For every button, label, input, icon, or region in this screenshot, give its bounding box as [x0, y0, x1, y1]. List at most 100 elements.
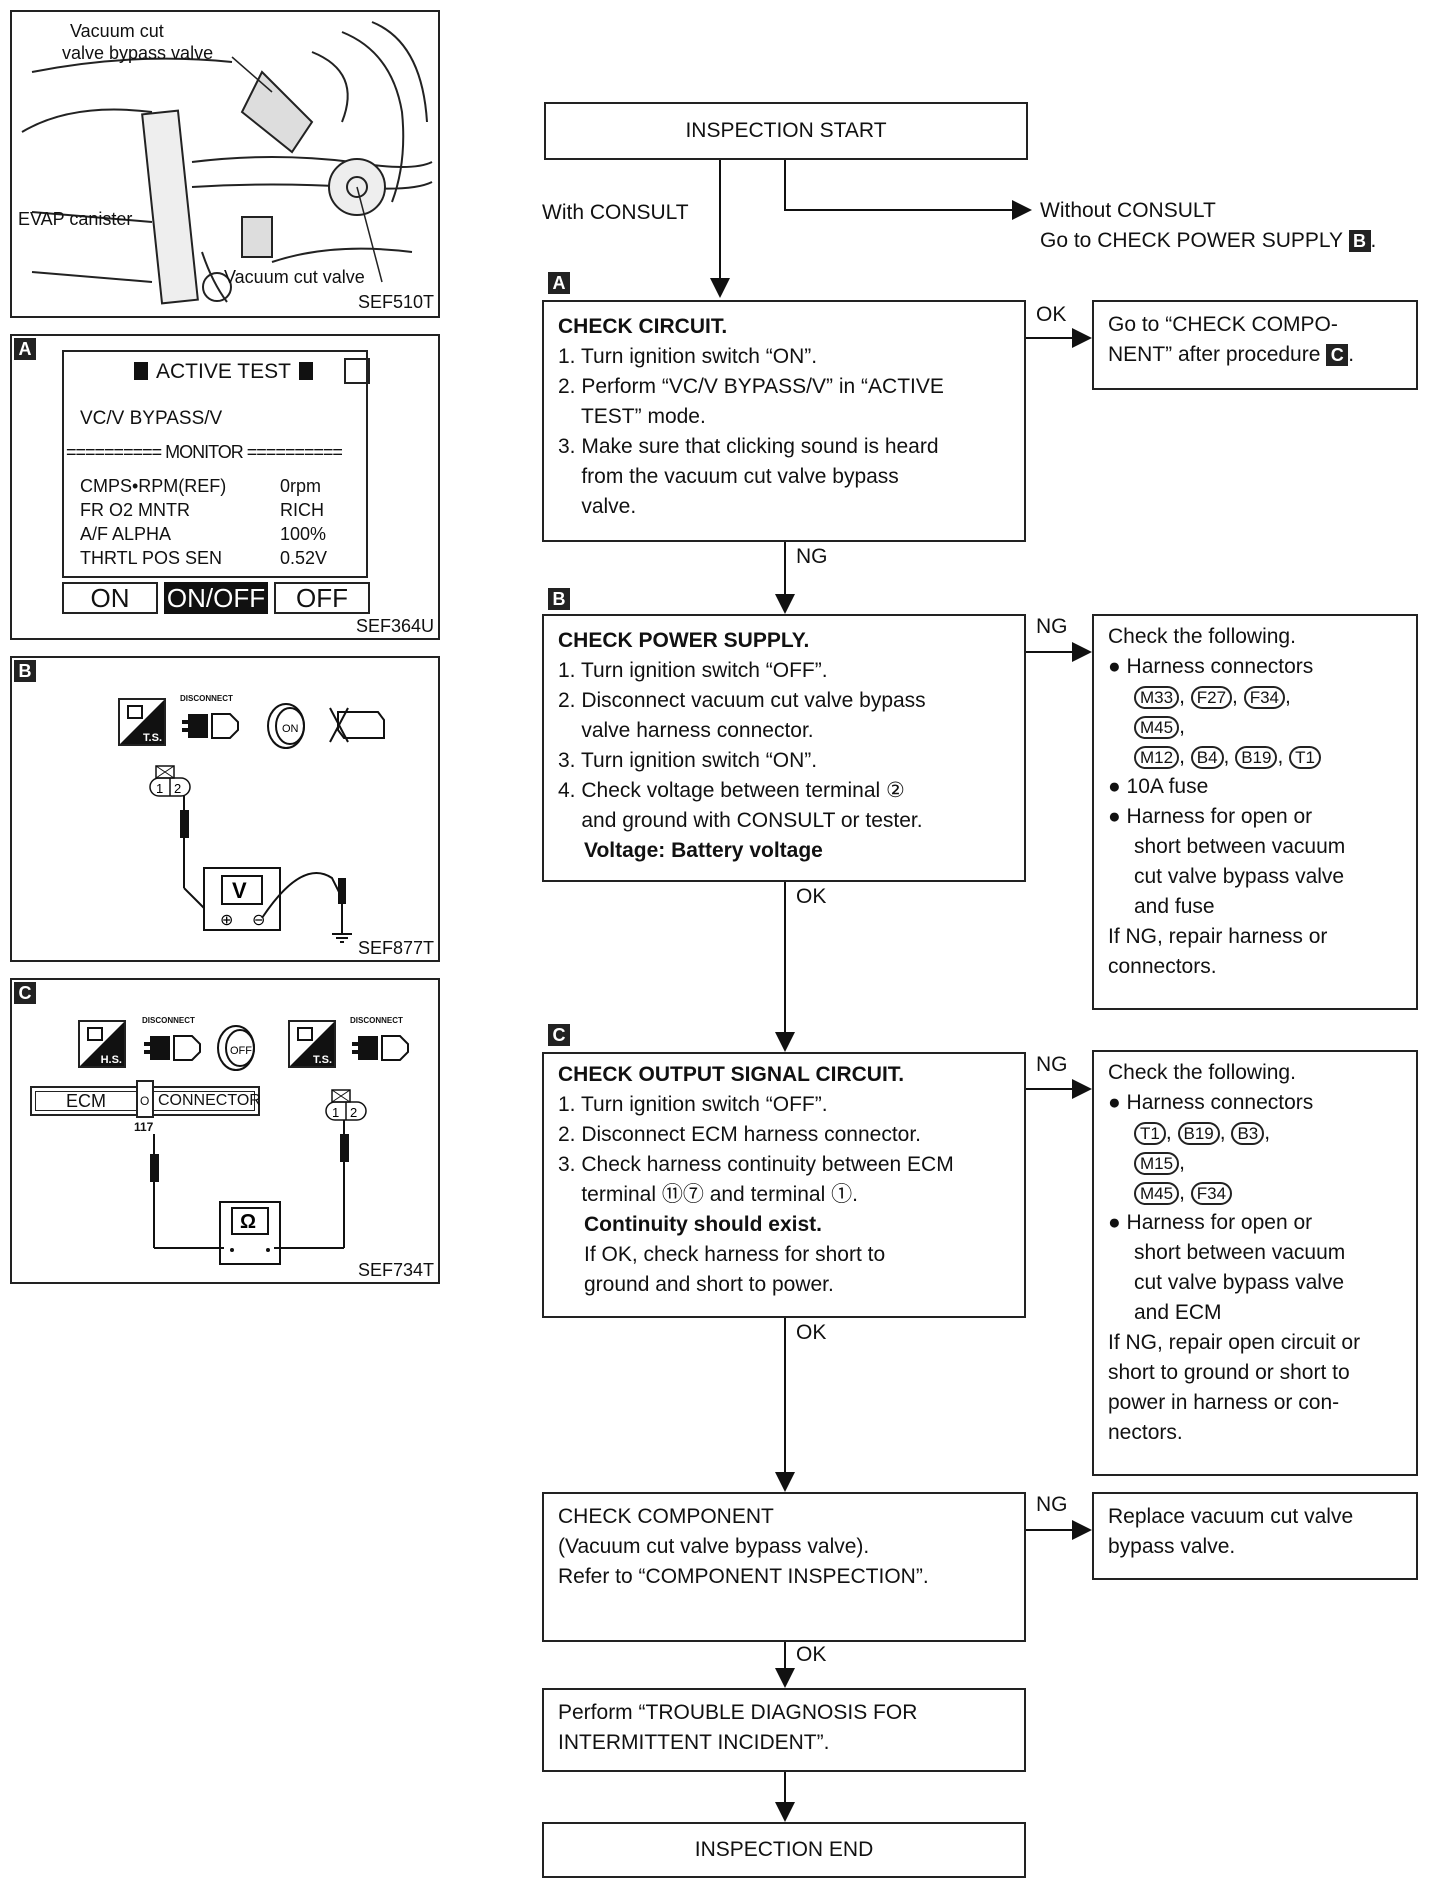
- continuity-circuit: 1 2 Ω: [150, 1089, 367, 1265]
- row-value: 100%: [280, 524, 327, 544]
- step-line: valve.: [558, 495, 637, 518]
- step-line: (Vacuum cut valve bypass valve).: [558, 1535, 870, 1558]
- figure-code: SEF877T: [357, 938, 434, 958]
- disconnect-icon: [182, 713, 239, 739]
- connector-code: F34: [1243, 686, 1286, 709]
- ts-icon: T.S.: [118, 698, 166, 746]
- spec-line: Continuity should exist.: [584, 1213, 823, 1236]
- ng-bullet: ● Harness connectors: [1108, 655, 1314, 678]
- connector-code: M12: [1134, 746, 1180, 769]
- voltage-check-figure: B T.S. DISCONNECT ON 1 2 V ⊕⊖: [10, 656, 440, 962]
- check-component-box: CHECK COMPONENT (Vacuum cut valve bypass…: [542, 1492, 1026, 1642]
- step-tag-a: A: [548, 272, 570, 294]
- step-tag-b: B: [548, 588, 570, 610]
- connector-code: B19: [1235, 746, 1278, 769]
- step-line: 3. Check harness continuity between ECM: [558, 1153, 954, 1176]
- step-line: CHECK COMPONENT: [558, 1505, 774, 1528]
- connector-list: T1, B19, B3,: [1134, 1118, 1270, 1149]
- bullet-text: Harness for open or: [1126, 805, 1313, 828]
- step-line: 2. Perform “VC/V BYPASS/V” in “ACTIVE: [558, 375, 944, 398]
- bullet-text: 10A fuse: [1126, 775, 1209, 798]
- ignition-on-icon: ON: [267, 703, 305, 749]
- step-line: INTERMITTENT INCIDENT”.: [558, 1731, 830, 1754]
- check-power-supply-box: CHECK POWER SUPPLY. 1. Turn ignition swi…: [542, 614, 1026, 882]
- step-line: TEST” mode.: [558, 405, 706, 428]
- row-value: 0rpm: [280, 476, 322, 496]
- monitor-row: THRTL POS SEN 0.52V: [80, 548, 360, 569]
- voltage-circuit: 1 2 V ⊕⊖: [149, 765, 352, 943]
- ng-bullet: ● 10A fuse: [1108, 775, 1209, 798]
- with-consult-label: With CONSULT: [542, 201, 689, 224]
- ignition-on-label: ON: [282, 723, 299, 735]
- inspection-end-label: INSPECTION END: [694, 1838, 874, 1861]
- ok-label: OK: [796, 1643, 827, 1666]
- connector-list: M12, B4, B19, T1: [1134, 742, 1321, 773]
- ignition-off-label: OFF: [230, 1045, 252, 1057]
- step-line: from the vacuum cut valve bypass: [558, 465, 899, 488]
- step-line: 2. Disconnect vacuum cut valve bypass: [558, 689, 926, 712]
- ng-footer: nectors.: [1108, 1421, 1183, 1444]
- off-button[interactable]: OFF: [274, 582, 370, 614]
- connector-code: F27: [1190, 686, 1233, 709]
- ng-title: Check the following.: [1108, 1061, 1296, 1084]
- ng-bullet: ● Harness connectors: [1108, 1091, 1314, 1114]
- hs-label: H.S.: [100, 1054, 122, 1066]
- ohmmeter-label: Ω: [240, 1211, 256, 1233]
- row-name: CMPS•RPM(REF): [80, 476, 227, 496]
- connector-code: F34: [1190, 1182, 1233, 1205]
- ok-label: OK: [796, 1321, 827, 1344]
- monitor-row: FR O2 MNTR RICH: [80, 500, 360, 521]
- connector-code: M33: [1134, 686, 1180, 709]
- ng-label: NG: [1036, 1493, 1068, 1516]
- goto-tag: C: [1326, 344, 1349, 366]
- svg-text:⊕: ⊕: [220, 912, 233, 929]
- connector-list: M33, F27, F34,: [1134, 682, 1291, 713]
- ecm-terminal-number: 117: [134, 1120, 154, 1134]
- connector-code: M45: [1134, 716, 1180, 739]
- disconnect-icon: [144, 1035, 201, 1061]
- step-line: 4. Check voltage between terminal ②: [558, 779, 905, 802]
- power-supply-ng-box: Check the following. ● Harness connector…: [1092, 614, 1418, 1010]
- step-line: ground and short to power.: [584, 1273, 834, 1296]
- on-off-button[interactable]: ON/OFF: [164, 582, 268, 614]
- consult-screen: ACTIVE TEST VC/V BYPASS/V ========== MON…: [62, 350, 370, 578]
- evap-canister-label: EVAP canister: [18, 209, 133, 229]
- step-line: Perform “TROUBLE DIAGNOSIS FOR: [558, 1701, 918, 1724]
- connector-code: T1: [1289, 746, 1321, 769]
- disconnect-label: DISCONNECT: [350, 1016, 403, 1025]
- step-line: 1. Turn ignition switch “OFF”.: [558, 1093, 828, 1116]
- step-line: 1. Turn ignition switch “OFF”.: [558, 659, 828, 682]
- continuity-check-figure: C H.S. DISCONNECT OFF T.S. DISCONNECT EC…: [10, 978, 440, 1284]
- screen-checkbox[interactable]: [344, 358, 370, 384]
- ng-line: and fuse: [1134, 895, 1215, 918]
- check-output-signal-box: CHECK OUTPUT SIGNAL CIRCUIT. 1. Turn ign…: [542, 1052, 1026, 1318]
- engine-illustration: [21, 21, 433, 305]
- screen-title-bar: ACTIVE TEST: [134, 360, 313, 384]
- step-line: 1. Turn ignition switch “ON”.: [558, 345, 818, 368]
- figure-tag-c: C: [14, 982, 36, 1004]
- step-line: Refer to “COMPONENT INSPECTION”.: [558, 1565, 929, 1588]
- bullet-text: Harness connectors: [1126, 655, 1314, 678]
- ng-line: and ECM: [1134, 1301, 1222, 1324]
- goto-text: NENT” after procedure: [1108, 343, 1321, 366]
- step-line: terminal ⑪⑦ and terminal ①.: [558, 1183, 858, 1206]
- vacuum-cut-valve-label: Vacuum cut valve: [224, 267, 365, 287]
- hs-icon: H.S.: [78, 1020, 126, 1068]
- engine-off-icon: [329, 707, 385, 743]
- connector-code: T1: [1134, 1122, 1166, 1145]
- row-name: A/F ALPHA: [80, 524, 172, 544]
- ng-bullet: ● Harness for open or: [1108, 805, 1313, 828]
- monitor-header: ========== MONITOR ==========: [66, 442, 343, 462]
- ecm-label: ECM: [66, 1091, 106, 1111]
- ng-line: cut valve bypass valve: [1134, 865, 1345, 888]
- ng-line: cut valve bypass valve: [1134, 1271, 1345, 1294]
- ng-line: bypass valve.: [1108, 1535, 1236, 1558]
- row-name: THRTL POS SEN: [80, 548, 223, 568]
- ts-label: T.S.: [143, 732, 162, 744]
- replace-valve-box: Replace vacuum cut valve bypass valve.: [1092, 1492, 1418, 1580]
- disconnect-label: DISCONNECT: [180, 694, 233, 703]
- on-button[interactable]: ON: [62, 582, 158, 614]
- pin-1: 1: [332, 1105, 339, 1120]
- row-name: FR O2 MNTR: [80, 500, 190, 520]
- consult-active-test-figure: A ACTIVE TEST VC/V BYPASS/V ========== M…: [10, 334, 440, 640]
